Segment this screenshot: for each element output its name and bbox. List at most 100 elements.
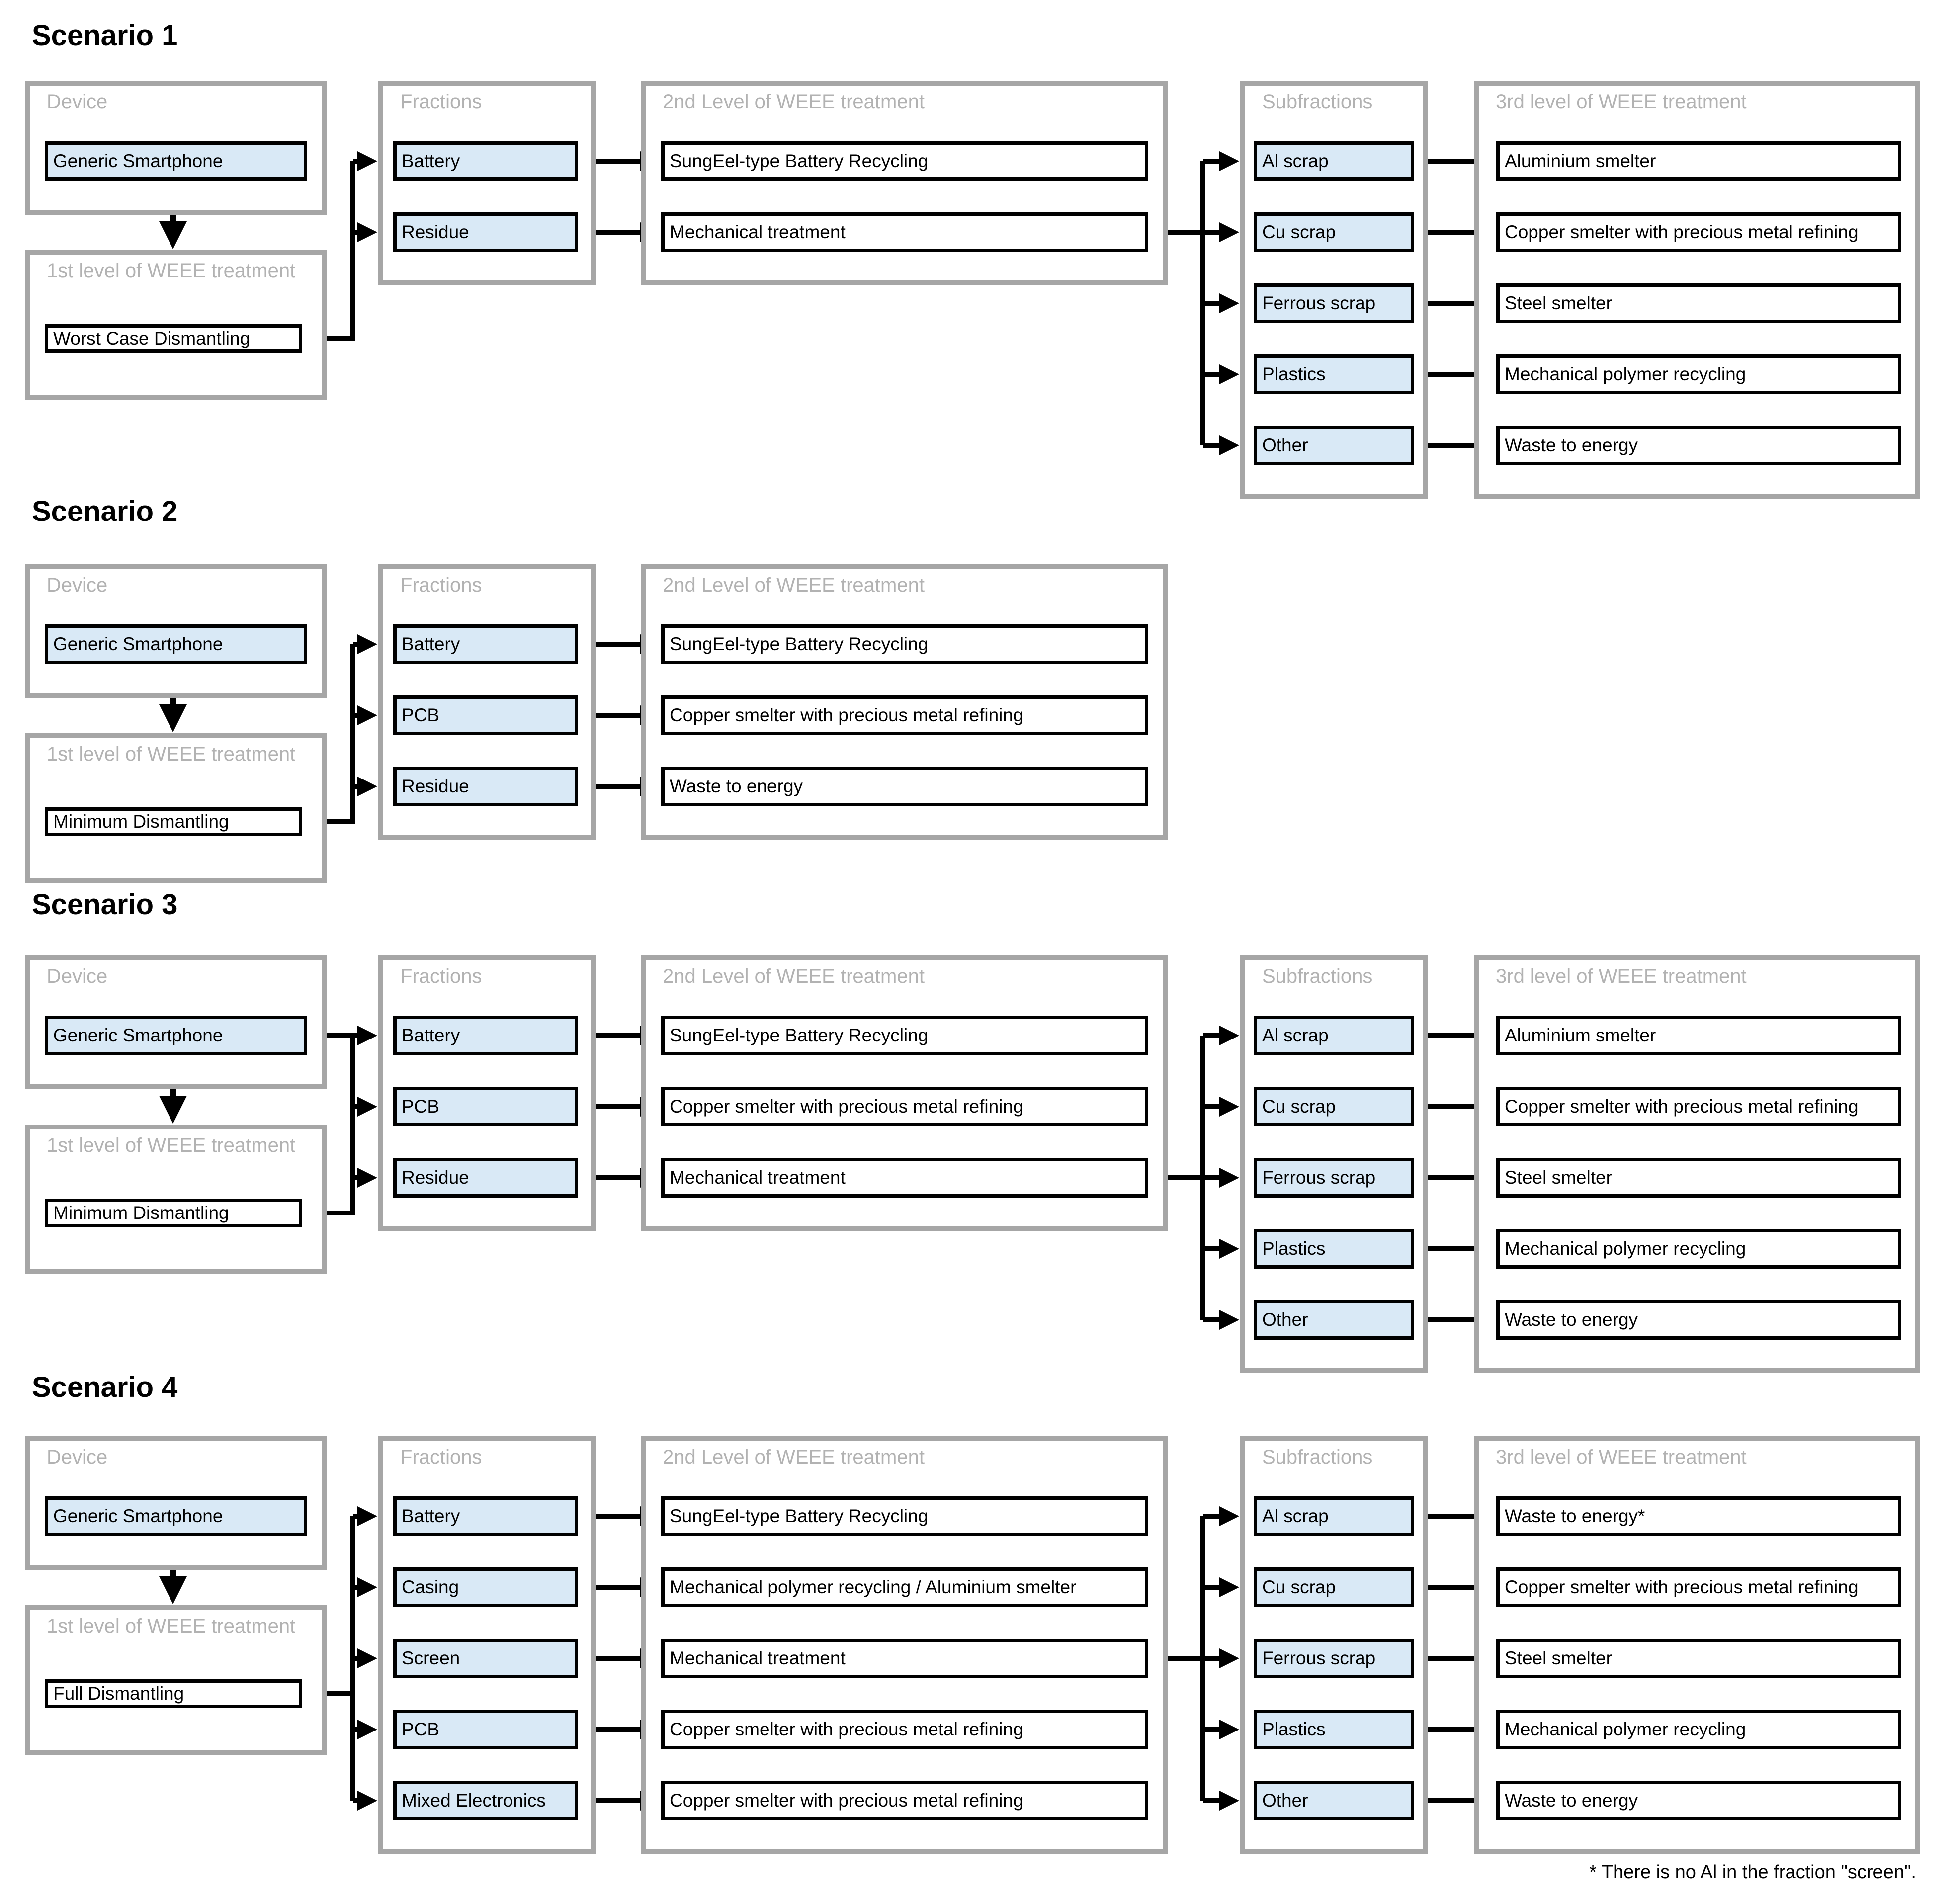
group-title: Fractions [400,574,482,596]
treatment-box: Mechanical polymer recycling [1496,354,1901,394]
group-title: 2nd Level of WEEE treatment [663,574,925,596]
fraction-box: Battery [393,1496,578,1536]
first-level-box: Minimum Dismantling [45,1199,302,1227]
fraction-box: PCB [393,1710,578,1749]
subfraction-box: Ferrous scrap [1254,1158,1414,1198]
scenario-1-title: Scenario 1 [32,19,178,52]
group-title: 2nd Level of WEEE treatment [663,91,925,113]
treatment-box: Copper smelter with precious metal refin… [1496,1567,1901,1607]
scenario-3-device-group: Device Generic Smartphone [25,955,327,1089]
group-title: Fractions [400,965,482,987]
group-title: 1st level of WEEE treatment [47,743,296,765]
scenario-2-device-group: Device Generic Smartphone [25,564,327,698]
subfraction-box: Plastics [1254,354,1414,394]
treatment-box: Waste to energy [1496,1300,1901,1340]
subfraction-box: Plastics [1254,1229,1414,1269]
scenario-4-second-level-group: 2nd Level of WEEE treatment SungEel-type… [641,1436,1168,1854]
treatment-box: SungEel-type Battery Recycling [661,141,1148,181]
fraction-box: Battery [393,624,578,664]
scenario-4-device-group: Device Generic Smartphone [25,1436,327,1570]
fraction-box: Battery [393,1016,578,1055]
scenario-3-fractions-group: Fractions Battery PCB Residue [378,955,596,1231]
treatment-box: Mechanical treatment [661,212,1148,252]
group-title: Subfractions [1262,91,1373,113]
group-title: 1st level of WEEE treatment [47,1134,296,1156]
group-title: 1st level of WEEE treatment [47,260,296,282]
scenario-4-subfractions-group: Subfractions Al scrap Cu scrap Ferrous s… [1240,1436,1428,1854]
treatment-box: Steel smelter [1496,1639,1901,1678]
subfraction-box: Cu scrap [1254,212,1414,252]
treatment-box: SungEel-type Battery Recycling [661,624,1148,664]
fraction-box: Mixed Electronics [393,1781,578,1820]
scenario-1-first-level-group: 1st level of WEEE treatment Worst Case D… [25,250,327,400]
footnote: * There is no Al in the fraction "screen… [1589,1862,1916,1883]
fraction-box: Residue [393,767,578,806]
treatment-box: Mechanical polymer recycling / Aluminium… [661,1567,1148,1607]
fraction-box: PCB [393,1087,578,1126]
first-level-box: Minimum Dismantling [45,807,302,836]
treatment-box: Copper smelter with precious metal refin… [661,1710,1148,1749]
device-box: Generic Smartphone [45,1016,307,1055]
scenario-4-third-level-group: 3rd level of WEEE treatment Waste to ene… [1474,1436,1920,1854]
first-level-box: Full Dismantling [45,1679,302,1708]
treatment-box: Mechanical polymer recycling [1496,1229,1901,1269]
subfraction-box: Other [1254,1781,1414,1820]
scenario-4-fractions-group: Fractions Battery Casing Screen PCB Mixe… [378,1436,596,1854]
group-title: Device [47,574,108,596]
treatment-box: Waste to energy* [1496,1496,1901,1536]
group-title: Fractions [400,1446,482,1468]
scenario-1-device-group: Device Generic Smartphone [25,81,327,215]
treatment-box: SungEel-type Battery Recycling [661,1496,1148,1536]
group-title: 3rd level of WEEE treatment [1496,91,1747,113]
subfraction-box: Ferrous scrap [1254,283,1414,323]
treatment-box: Steel smelter [1496,1158,1901,1198]
treatment-box: Steel smelter [1496,283,1901,323]
treatment-box: Waste to energy [1496,426,1901,465]
group-title: Subfractions [1262,1446,1373,1468]
fraction-box: Battery [393,141,578,181]
group-title: 3rd level of WEEE treatment [1496,965,1747,987]
scenario-3-subfractions-group: Subfractions Al scrap Cu scrap Ferrous s… [1240,955,1428,1373]
device-box: Generic Smartphone [45,624,307,664]
subfraction-box: Plastics [1254,1710,1414,1749]
treatment-box: Copper smelter with precious metal refin… [661,1781,1148,1820]
scenario-2-fractions-group: Fractions Battery PCB Residue [378,564,596,840]
subfraction-box: Al scrap [1254,141,1414,181]
group-title: Subfractions [1262,965,1373,987]
treatment-box: Copper smelter with precious metal refin… [661,695,1148,735]
treatment-box: Aluminium smelter [1496,1016,1901,1055]
fraction-box: Residue [393,212,578,252]
fraction-box: Screen [393,1639,578,1678]
scenario-1-second-level-group: 2nd Level of WEEE treatment SungEel-type… [641,81,1168,285]
fraction-box: Residue [393,1158,578,1198]
treatment-box: Copper smelter with precious metal refin… [1496,212,1901,252]
scenario-4-title: Scenario 4 [32,1371,178,1403]
treatment-box: Mechanical polymer recycling [1496,1710,1901,1749]
subfraction-box: Al scrap [1254,1016,1414,1055]
treatment-box: Aluminium smelter [1496,141,1901,181]
subfraction-box: Other [1254,1300,1414,1340]
group-title: 3rd level of WEEE treatment [1496,1446,1747,1468]
subfraction-box: Cu scrap [1254,1567,1414,1607]
scenario-1-third-level-group: 3rd level of WEEE treatment Aluminium sm… [1474,81,1920,499]
group-title: Fractions [400,91,482,113]
scenario-3-title: Scenario 3 [32,888,178,921]
subfraction-box: Cu scrap [1254,1087,1414,1126]
scenario-2-first-level-group: 1st level of WEEE treatment Minimum Dism… [25,733,327,883]
device-box: Generic Smartphone [45,1496,307,1536]
subfraction-box: Other [1254,426,1414,465]
scenario-2-title: Scenario 2 [32,495,178,527]
scenario-1-subfractions-group: Subfractions Al scrap Cu scrap Ferrous s… [1240,81,1428,499]
subfraction-box: Al scrap [1254,1496,1414,1536]
scenario-3-first-level-group: 1st level of WEEE treatment Minimum Dism… [25,1125,327,1274]
scenario-2-second-level-group: 2nd Level of WEEE treatment SungEel-type… [641,564,1168,840]
scenario-4-first-level-group: 1st level of WEEE treatment Full Dismant… [25,1605,327,1755]
device-box: Generic Smartphone [45,141,307,181]
group-title: Device [47,965,108,987]
subfraction-box: Ferrous scrap [1254,1639,1414,1678]
scenario-3-second-level-group: 2nd Level of WEEE treatment SungEel-type… [641,955,1168,1231]
group-title: Device [47,1446,108,1468]
first-level-box: Worst Case Dismantling [45,324,302,353]
scenario-3-third-level-group: 3rd level of WEEE treatment Aluminium sm… [1474,955,1920,1373]
